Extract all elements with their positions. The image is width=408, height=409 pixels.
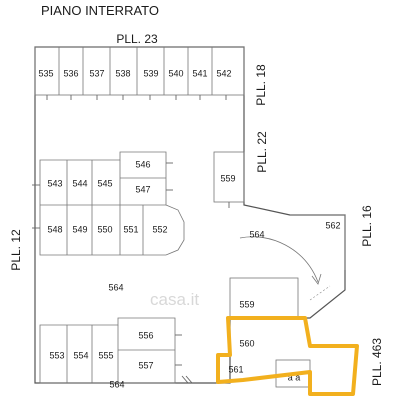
unit-label: 537 [89, 68, 104, 78]
unit-label: 539 [143, 68, 158, 78]
unit-label: 550 [97, 224, 112, 234]
unit-label: 556 [138, 330, 153, 340]
unit-label: 560 [239, 338, 254, 348]
unit-label: 554 [73, 350, 88, 360]
unit-label: 546 [135, 159, 150, 169]
unit-label: 564 [249, 229, 264, 239]
unit-label: 543 [47, 178, 62, 188]
unit-label: 553 [49, 350, 64, 360]
bottom-row-boxes [39, 317, 193, 384]
unit-label: 547 [135, 184, 150, 194]
ramp-arrow-head [311, 273, 322, 285]
unit-label: 564 [108, 282, 123, 292]
unit-label: 557 [138, 360, 153, 370]
unit-label: 559 [220, 173, 235, 183]
unit-label: 555 [98, 350, 113, 360]
ramp-arrow [239, 236, 319, 283]
unit-label: 549 [72, 224, 87, 234]
unit-559-lower-box [229, 277, 299, 319]
plot-label-west: PLL. 12 [9, 229, 23, 271]
cellar-mark: a a [288, 372, 301, 382]
highlighted-unit-outline [216, 316, 359, 396]
unit-label: 542 [216, 68, 231, 78]
plan-title: PIANO INTERRATO [41, 3, 159, 18]
unit-label: 559 [239, 299, 254, 309]
unit-label: 562 [325, 220, 340, 230]
plot-label-north: PLL. 23 [116, 32, 158, 46]
unit-label: 561 [228, 364, 243, 374]
plot-label-east-lower: PLL. 16 [360, 205, 374, 247]
plot-label-south-east: PLL. 463 [370, 338, 384, 386]
unit-562-corner [290, 214, 346, 270]
ramp-dashed-line [309, 285, 331, 301]
unit-label: 540 [168, 68, 183, 78]
unit-label: 548 [47, 224, 62, 234]
unit-label: 536 [63, 68, 78, 78]
unit-labels: 535 536 537 538 539 540 541 542 543 544 … [38, 68, 340, 389]
plot-label-east-mid: PLL. 22 [255, 131, 269, 173]
unit-label: 552 [152, 224, 167, 234]
plot-label-east-upper: PLL. 18 [254, 64, 268, 106]
unit-label: 551 [123, 224, 138, 234]
top-row-boxes [34, 46, 245, 100]
unit-label: 541 [192, 68, 207, 78]
watermark: casa.it [150, 290, 199, 309]
unit-label: 564 [109, 379, 124, 389]
unit-label: 538 [115, 68, 130, 78]
middle-block-boxes [32, 151, 185, 256]
unit-label: 535 [38, 68, 53, 78]
unit-label: 544 [72, 178, 87, 188]
unit-label: 545 [97, 178, 112, 188]
